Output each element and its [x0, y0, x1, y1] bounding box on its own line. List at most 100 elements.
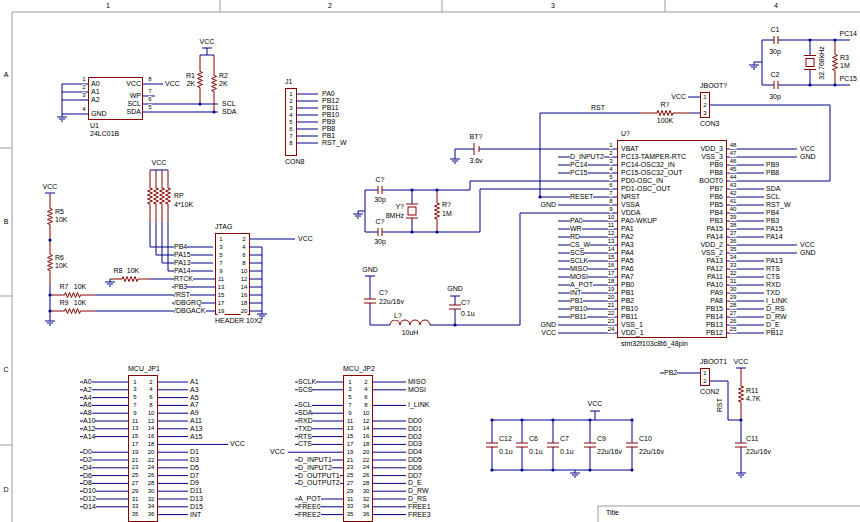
schematic-label: PB4: [766, 209, 779, 217]
schematic-label: 0.1u: [529, 448, 543, 456]
schematic-label: /RST: [174, 291, 190, 299]
pin-number: 28: [363, 480, 370, 487]
schematic-label: PC14-OSC32_IN: [621, 161, 675, 169]
pin-number: 42: [730, 190, 737, 197]
schematic-label: SCLK: [570, 257, 588, 265]
wire: [158, 506, 188, 507]
designator: U1: [90, 122, 99, 130]
schematic-label: PA0-WKUP: [621, 217, 657, 225]
resistor-symbol: [833, 40, 838, 85]
wire: [749, 65, 759, 66]
pin-number: 34: [730, 254, 737, 261]
pin-number: 14: [363, 425, 370, 432]
junction-dot: [630, 418, 633, 421]
pin-number: 16: [148, 433, 155, 440]
pin-number: 9: [348, 410, 351, 417]
pin-number: 31: [132, 496, 139, 503]
resistor-symbol: [166, 170, 171, 222]
wire: [778, 85, 790, 86]
schematic-label: R9: [60, 299, 69, 307]
pin-number: 13: [347, 425, 354, 432]
pin-number: 19: [347, 449, 354, 456]
wire: [262, 247, 263, 311]
schematic-label: A: [4, 71, 9, 79]
wire: [158, 436, 188, 437]
designator: MCU_JP2: [343, 365, 375, 373]
designator: J1: [285, 78, 292, 86]
schematic-label: VCC: [734, 358, 749, 366]
wire: [297, 122, 318, 123]
pin-number: 5: [133, 394, 136, 401]
schematic-label: GND: [800, 153, 816, 161]
wire: [632, 420, 633, 443]
pin-number: 20: [241, 308, 248, 315]
pin-number: 13: [608, 238, 615, 245]
schematic-label: GND: [540, 201, 556, 209]
wire: [558, 205, 617, 206]
schematic-label: VCC: [588, 400, 603, 408]
schematic-label: RXD: [298, 417, 313, 425]
junction-dot: [435, 188, 438, 191]
resistor-symbol: [198, 55, 203, 104]
pin-number: 1: [609, 142, 612, 149]
wire: [395, 190, 470, 191]
wire: [373, 467, 406, 468]
wire: [553, 447, 554, 470]
wire: [598, 506, 860, 507]
pin-number: 35: [347, 511, 354, 518]
wire: [373, 428, 406, 429]
schematic-label: /DBGRQ: [174, 299, 202, 307]
schematic-label: FREE0: [298, 503, 321, 511]
wire: [480, 189, 617, 190]
schematic-label: PA10: [706, 281, 723, 289]
wire: [574, 477, 576, 478]
schematic-label: D_INPUT2: [570, 153, 604, 161]
schematic-label: PB0: [621, 281, 634, 289]
wire: [158, 397, 188, 398]
wire: [373, 444, 406, 445]
schematic-label: 1: [106, 2, 110, 10]
wire: [158, 421, 188, 422]
schematic-label: R2: [219, 72, 228, 80]
wire: [378, 186, 379, 194]
wire: [584, 443, 596, 444]
wire: [406, 218, 418, 219]
pin-number: 7: [133, 402, 136, 409]
pin-number: 5: [609, 174, 612, 181]
wire: [727, 157, 797, 158]
schematic-label: D0: [83, 448, 92, 456]
schematic-label: RXD: [766, 281, 781, 289]
pin-number: 2: [242, 236, 245, 243]
schematic-label: 3: [551, 2, 555, 10]
pin-number: 36: [148, 511, 155, 518]
pin-number: 12: [241, 276, 248, 283]
wire: [207, 48, 208, 55]
pin-number: 3: [289, 105, 292, 112]
pin-number: 22: [608, 310, 615, 317]
pin-number: 24: [608, 326, 615, 333]
wire: [382, 190, 395, 191]
wire: [143, 84, 163, 85]
pin-number: 39: [730, 214, 737, 221]
wire: [0, 445, 12, 446]
wire: [353, 214, 363, 215]
wire: [143, 112, 218, 113]
pin-number: 36: [363, 511, 370, 518]
schematic-label: PD1-OSC_OUT: [621, 185, 671, 193]
wire: [370, 325, 390, 326]
pin-number: 37: [730, 230, 737, 237]
junction-dot: [410, 230, 413, 233]
schematic-label: 0.1u: [461, 310, 475, 318]
pin-number: 1: [348, 379, 351, 386]
pin-number: 14: [148, 425, 155, 432]
wire: [520, 213, 521, 325]
wire: [632, 447, 633, 470]
schematic-label: GND: [447, 285, 463, 293]
wire: [778, 36, 779, 44]
junction-dot: [198, 102, 201, 105]
schematic-label: 4.7K: [746, 395, 760, 403]
schematic-label: D5: [190, 464, 199, 472]
pin-number: 28: [148, 480, 155, 487]
schematic-label: D: [3, 486, 8, 494]
pin-number: 2: [703, 378, 706, 385]
